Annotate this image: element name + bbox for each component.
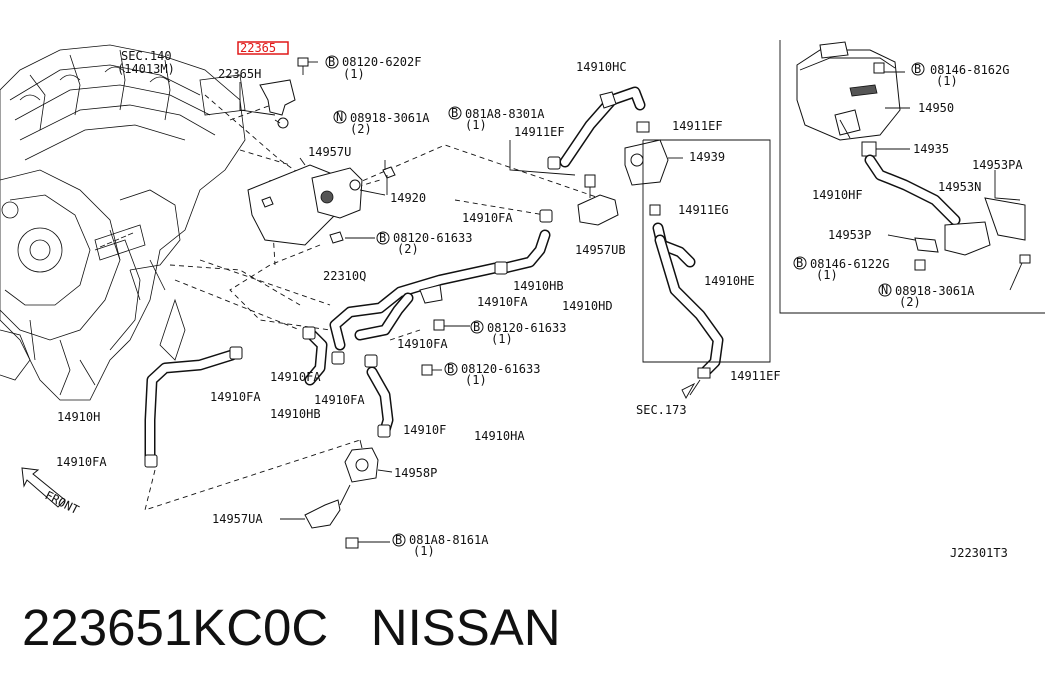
label-22365H: 22365H [218,67,261,81]
svg-text:B: B [447,362,454,376]
bolt-marker-1: B [325,55,339,69]
callout-labels: SEC.140 (14013M) 22365 22365H B 08120-62… [43,41,1024,560]
label-14911EF-2: 14911EF [672,119,723,133]
bolt-marker-5: B [444,362,458,376]
label-qty1-b: (1) [465,118,487,132]
svg-text:B: B [473,320,480,334]
nut-marker-1: N [333,110,347,124]
label-14910HA: 14910HA [474,429,525,443]
label-qty1-g: (1) [816,268,838,282]
label-14910FA-1: 14910FA [462,211,513,225]
parts-diagram: SEC.140 (14013M) 22365 22365H B 08120-62… [0,40,1045,560]
bolt-marker-4: B [470,320,484,334]
label-14950: 14950 [918,101,954,115]
label-14910FA-7: 14910FA [56,455,107,469]
bolt-marker-7: B [911,62,925,76]
label-14910HD: 14910HD [562,299,613,313]
label-081A8-8161A: 081A8-8161A [409,533,489,547]
label-22310Q: 22310Q [323,269,366,283]
engine-illustration [0,44,246,401]
label-14939: 14939 [689,150,725,164]
svg-text:B: B [379,231,386,245]
label-14910HB-1: 14910HB [513,279,564,293]
svg-text:B: B [796,256,803,270]
label-14910FA-5: 14910FA [210,390,261,404]
label-qty1-f: (1) [936,74,958,88]
label-sec173: SEC.173 [636,403,687,417]
label-14910FA-2: 14910FA [477,295,528,309]
label-qty2-c: (2) [899,295,921,309]
label-qty2-b: (2) [397,242,419,256]
label-14958P: 14958P [394,466,437,480]
label-qty2-a: (2) [350,122,372,136]
hoses-center [144,156,561,549]
label-sec140: SEC.140 [121,49,172,63]
label-08120-61633-a: 08120-61633 [393,231,472,245]
label-qty1-c: (1) [491,332,513,346]
label-08120-6202F: 08120-6202F [342,55,421,69]
label-14957UA: 14957UA [212,512,263,526]
label-front: FRONT [43,488,82,517]
canister-panel [779,40,1045,314]
label-14957U: 14957U [308,145,351,159]
nut-marker-2: N [878,283,892,297]
svg-text:N: N [881,283,888,297]
label-qty1-a: (1) [343,67,365,81]
label-14910F: 14910F [403,423,446,437]
caption-part-number: 223651KC0C [22,599,329,656]
dashed-leaders [144,94,606,511]
svg-text:N: N [336,110,343,124]
label-08146-6122G: 08146-6122G [810,257,889,271]
svg-text:B: B [395,533,402,547]
label-08120-61633-b: 08120-61633 [487,321,566,335]
label-08918-3061A-2: 08918-3061A [895,284,975,298]
caption-brand: NISSAN [370,599,561,656]
label-14910FA-3: 14910FA [397,337,448,351]
purge-valve-group [509,86,771,399]
bolt-marker-6: B [392,533,406,547]
label-14953P: 14953P [828,228,871,242]
label-14911EF-3: 14911EF [730,369,781,383]
svg-text:B: B [451,106,458,120]
front-arrow [21,467,66,508]
label-14935: 14935 [913,142,949,156]
label-14910H: 14910H [57,410,100,424]
label-qty1-d: (1) [465,373,487,387]
label-14911EG: 14911EG [678,203,729,217]
part-caption: 223651KC0C NISSAN [22,598,561,657]
label-22365: 22365 [240,41,276,55]
label-14953N: 14953N [938,180,981,194]
bolt-marker-2: B [448,106,462,120]
svg-text:B: B [914,62,921,76]
label-14953PA: 14953PA [972,158,1023,172]
label-qty1-e: (1) [413,544,435,558]
label-14910HC: 14910HC [576,60,627,74]
label-08146-8162G: 08146-8162G [930,63,1009,77]
label-14910HF: 14910HF [812,188,863,202]
label-08120-61633-c: 08120-61633 [461,362,540,376]
label-14911EF-1: 14911EF [514,125,565,139]
svg-text:B: B [328,55,335,69]
label-08918-3061A: 08918-3061A [350,111,430,125]
label-14957UB: 14957UB [575,243,626,257]
label-081A8-8301A: 081A8-8301A [465,107,545,121]
label-14910HE: 14910HE [704,274,755,288]
label-diagram-code: J22301T3 [950,546,1008,560]
label-14910FA-6: 14910FA [314,393,365,407]
label-14920: 14920 [390,191,426,205]
highlight-box [237,41,289,55]
bolt-marker-8: B [793,256,807,270]
label-14910HB-2: 14910HB [270,407,321,421]
label-sec140-sub: (14013M) [117,62,175,76]
label-14910FA-4: 14910FA [270,370,321,384]
bolt-marker-3: B [376,231,390,245]
intake-parts [239,57,396,246]
